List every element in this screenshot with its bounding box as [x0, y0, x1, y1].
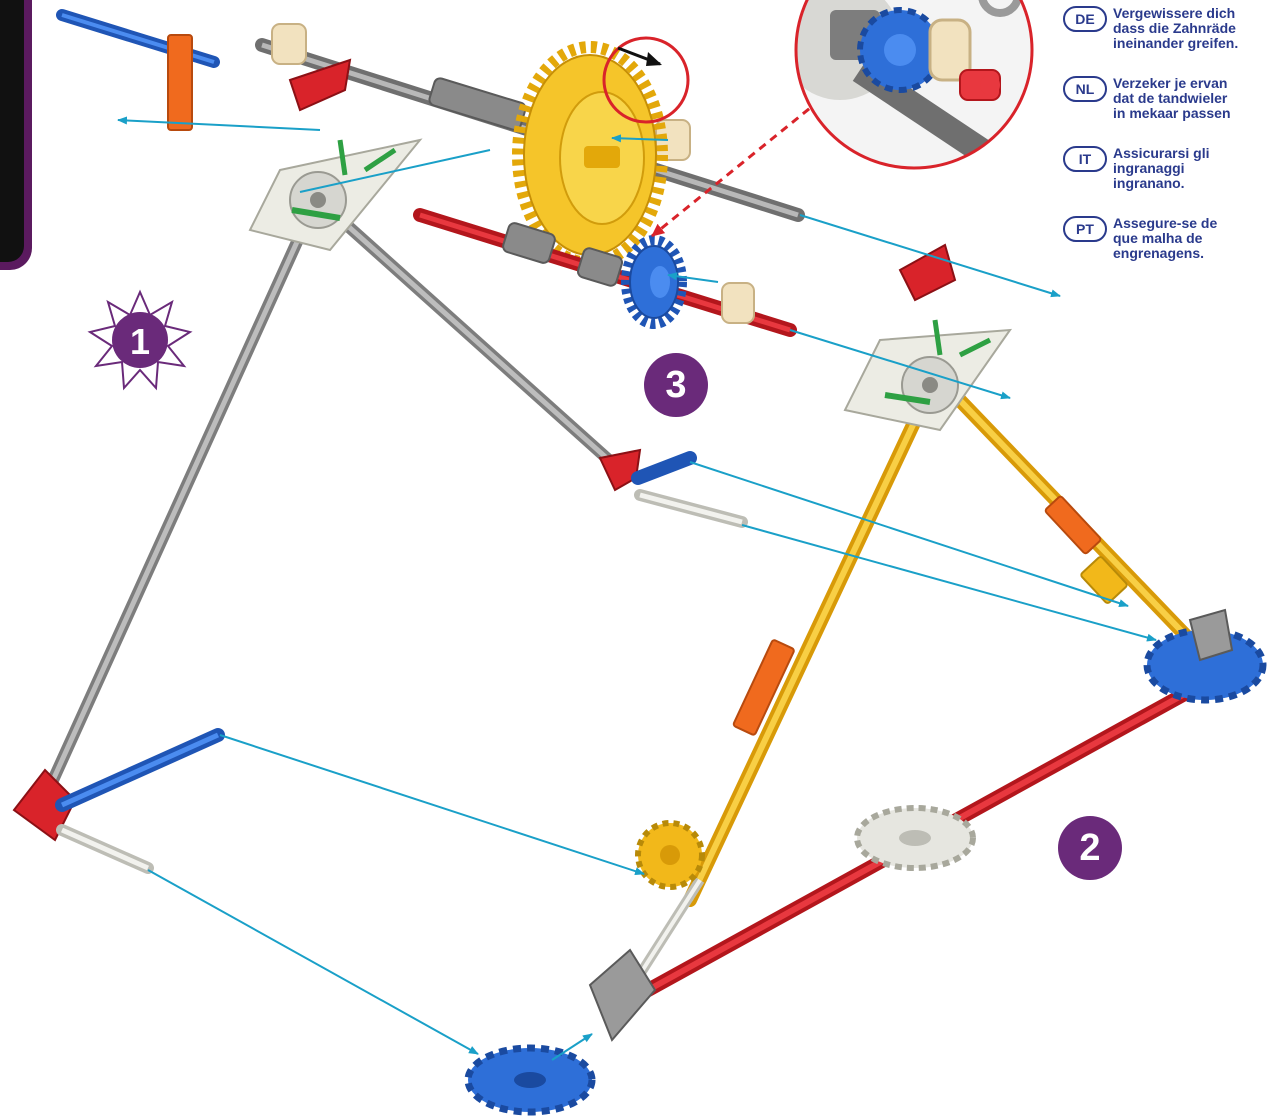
yellow-rod-left	[683, 403, 927, 907]
lang-text-line: Verzeker je ervan	[1113, 75, 1228, 91]
lang-row-pt: PT Assegure-se de que malha de engrenage…	[1063, 216, 1278, 261]
grey-corner-connector-bottom	[588, 948, 657, 1042]
step-two-circle: 2	[1058, 816, 1122, 880]
lang-text-pt: Assegure-se de que malha de engrenagens.	[1113, 216, 1278, 261]
blue-rod-middle	[631, 451, 697, 485]
lang-badge-it: IT	[1063, 146, 1107, 172]
white-rod-left	[56, 824, 154, 874]
lang-text-line: ingranano.	[1113, 175, 1185, 191]
arrow-7	[689, 461, 1129, 607]
blue-connector-right	[1143, 608, 1267, 704]
white-rod-middle	[634, 489, 748, 528]
red-corner-connector-middle	[598, 448, 642, 492]
yellow-clip-right	[1080, 556, 1128, 604]
lang-text-line: ingranaggi	[1113, 160, 1185, 176]
white-connector-hub	[854, 805, 976, 871]
lang-text-line: Assegure-se de	[1113, 215, 1218, 231]
orange-connector-right	[1044, 495, 1102, 555]
tan-spacer-top-left	[271, 23, 307, 65]
arrow-2	[299, 149, 491, 193]
arrow-11	[551, 1033, 593, 1061]
left-hub-assembly	[248, 58, 423, 252]
step-one-burst: 1	[87, 289, 193, 391]
lang-badge-pt: PT	[1063, 216, 1107, 242]
lang-text-line: que malha de	[1113, 230, 1203, 246]
gear-mesh-highlight-circle	[602, 36, 690, 124]
yellow-connector-hub	[635, 820, 705, 890]
step-one-label: 1	[130, 321, 150, 362]
step-two-label: 2	[1079, 826, 1101, 869]
lang-text-line: Assicurarsi gli	[1113, 145, 1210, 161]
step-three-label: 3	[665, 363, 687, 406]
right-hub-assembly	[843, 243, 1013, 432]
large-yellow-gear	[512, 41, 668, 269]
arrow-5	[667, 272, 719, 283]
orange-connector-left	[732, 639, 795, 736]
blue-rod-left	[55, 728, 225, 812]
lang-text-line: ineinander greifen.	[1113, 35, 1239, 51]
arrow-9	[219, 734, 645, 875]
lang-row-de: DE Vergewissere dich dass die Zahnräde i…	[1063, 6, 1278, 51]
lang-row-nl: NL Verzeker je ervan dat de tandwieler i…	[1063, 76, 1278, 121]
lang-text-line: dass die Zahnräde	[1113, 20, 1236, 36]
arrow-3	[799, 214, 1061, 298]
lang-text-line: engrenagens.	[1113, 245, 1205, 261]
lang-text-line: Vergewissere dich	[1113, 5, 1236, 21]
small-blue-gear	[621, 235, 687, 329]
arrow-6	[789, 329, 1011, 400]
tan-spacer-middle	[721, 282, 755, 324]
page-edge-tab	[0, 0, 32, 270]
orange-connector-top-left	[167, 34, 193, 131]
lang-text-nl: Verzeker je ervan dat de tandwieler in m…	[1113, 76, 1278, 121]
step-three-circle: 3	[644, 353, 708, 417]
page-edge-tab-inner	[0, 0, 24, 262]
black-direction-arrowhead	[646, 52, 662, 66]
lang-text-line: dat de tandwieler	[1113, 90, 1228, 106]
zoom-detail-inset	[794, 0, 1034, 170]
lang-badge-de: DE	[1063, 6, 1107, 32]
lang-text-line: in mekaar passen	[1113, 105, 1231, 121]
arrow-1	[117, 116, 321, 131]
grey-rod-center	[324, 204, 626, 476]
blue-connector-bottom	[464, 1044, 596, 1116]
lang-badge-nl: NL	[1063, 76, 1107, 102]
arrow-8	[741, 524, 1157, 642]
lang-text-it: Assicurarsi gli ingranaggi ingranano.	[1113, 146, 1278, 191]
assembly-arrows	[117, 116, 1157, 1061]
lang-text-de: Vergewissere dich dass die Zahnräde inei…	[1113, 6, 1278, 51]
grey-long-rod-left	[38, 194, 322, 806]
arrow-4	[611, 134, 669, 143]
lang-row-it: IT Assicurarsi gli ingranaggi ingranano.	[1063, 146, 1278, 191]
arrow-10	[147, 869, 479, 1055]
